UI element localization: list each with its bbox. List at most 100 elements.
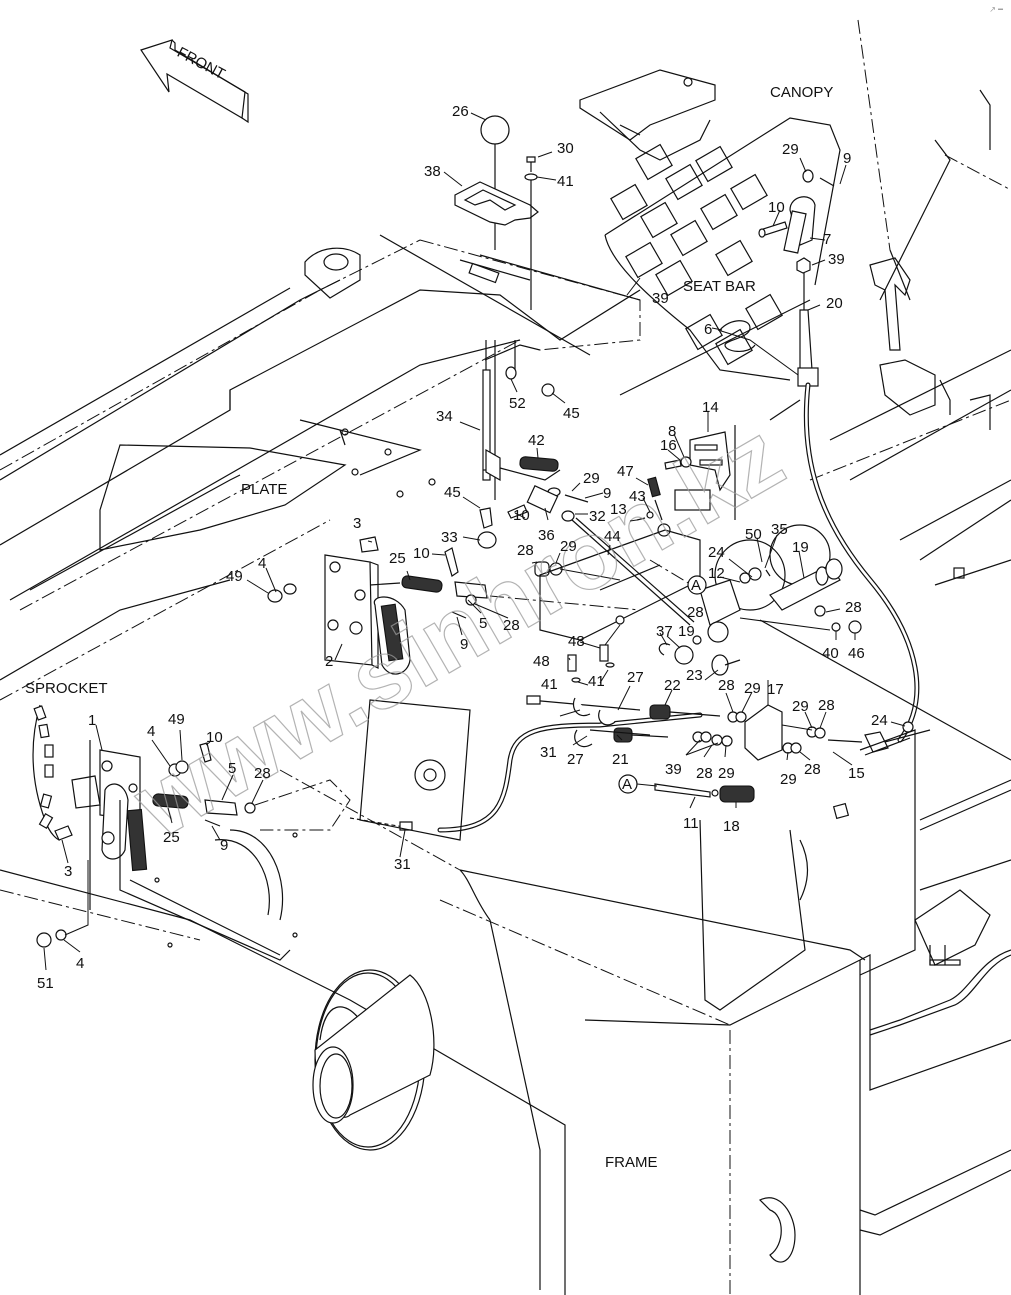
callout-leaders [43,112,906,971]
callout-31: 31 [394,856,411,873]
callout-10: 10 [413,545,430,562]
callout-41: 41 [557,173,574,190]
svg-text:A: A [691,577,701,594]
callout-28: 28 [718,677,735,694]
callout-28: 28 [818,697,835,714]
callout-22: 22 [664,677,681,694]
callout-29: 29 [792,698,809,715]
callout-27: 27 [627,669,644,686]
callout-28: 28 [696,765,713,782]
callout-29: 29 [780,771,797,788]
corner-mark: ↗ ━ [989,5,1003,14]
callout-28: 28 [254,765,271,782]
front-direction-arrow: FRONT [140,39,249,124]
callout-10: 10 [206,729,223,746]
callout-8: 8 [668,423,676,440]
callout-44: 44 [604,528,621,545]
callout-41: 41 [541,676,558,693]
callout-7: 7 [823,231,831,248]
callout-24: 24 [708,544,725,561]
seat-bar-cable [803,382,920,743]
callout-40: 40 [822,645,839,662]
callout-13: 13 [610,501,627,518]
callout-30: 30 [557,140,574,157]
callout-5: 5 [228,760,236,777]
callout-4: 4 [258,555,266,572]
chassis-structure [0,234,641,701]
callout-41: 41 [588,673,605,690]
callout-20: 20 [826,295,843,312]
callout-31: 31 [540,744,557,761]
callout-39: 39 [828,251,845,268]
callout-2: 2 [325,653,333,670]
callout-25: 25 [163,829,180,846]
callout-35: 35 [771,521,788,538]
callout-45: 45 [444,484,461,501]
callout-26: 26 [452,103,469,120]
callout-47: 47 [617,463,634,480]
label-frame: FRAME [605,1154,658,1171]
callout-48: 48 [568,633,585,650]
callout-9: 9 [460,636,468,653]
callout-52: 52 [509,395,526,412]
callout-51: 51 [37,975,54,992]
label-sprocket: SPROCKET [25,680,108,697]
callout-39: 39 [652,290,669,307]
callout-15: 15 [848,765,865,782]
callout-5: 5 [479,615,487,632]
callout-46: 46 [848,645,865,662]
bracket-17-assembly [654,704,863,803]
canopy-structure [579,19,1011,586]
callout-19: 19 [792,539,809,556]
callout-24: 24 [871,712,888,729]
callout-45: 45 [563,405,580,422]
callout-1: 1 [88,712,96,729]
callout-14: 14 [702,399,719,416]
callout-17: 17 [767,681,784,698]
callout-29: 29 [560,538,577,555]
callout-3: 3 [64,863,72,880]
callout-28: 28 [687,604,704,621]
callout-28: 28 [804,761,821,778]
callout-29: 29 [782,141,799,158]
callout-12: 12 [708,565,725,582]
callout-37: 37 [656,623,673,640]
callout-42: 42 [528,432,545,449]
callout-9: 9 [843,150,851,167]
callout-27: 27 [567,751,584,768]
callout-29: 29 [718,765,735,782]
callout-49: 49 [226,568,243,585]
callout-21: 21 [612,751,629,768]
callout-10: 10 [768,199,785,216]
callout-38: 38 [424,163,441,180]
callout-23: 23 [686,667,703,684]
brake-cables [349,695,931,833]
callout-29: 29 [583,470,600,487]
handle-assembly [454,115,561,549]
callout-4: 4 [76,955,84,972]
callout-33: 33 [441,529,458,546]
reference-marker-a-lower: A [618,774,658,794]
callout-9: 9 [220,837,228,854]
callout-11: 11 [683,815,699,832]
callout-25: 25 [389,550,406,567]
callout-36: 36 [538,527,555,544]
label-plate: PLATE [241,481,287,498]
seat-bar-linkage [619,169,835,421]
sprocket-side-linkage [32,704,351,948]
left-upper-linkage [267,536,641,675]
callout-43: 43 [629,488,646,505]
callout-50: 50 [745,526,762,543]
callout-16: 16 [660,437,677,454]
callout-9: 9 [603,485,611,502]
callout-6: 6 [704,321,712,338]
main-frame [0,559,1011,1295]
callout-19: 19 [678,623,695,640]
callout-18: 18 [723,818,740,835]
svg-text:A: A [622,776,632,793]
callout-48: 48 [533,653,550,670]
center-linkage [507,425,1011,761]
label-canopy: CANOPY [770,84,833,101]
